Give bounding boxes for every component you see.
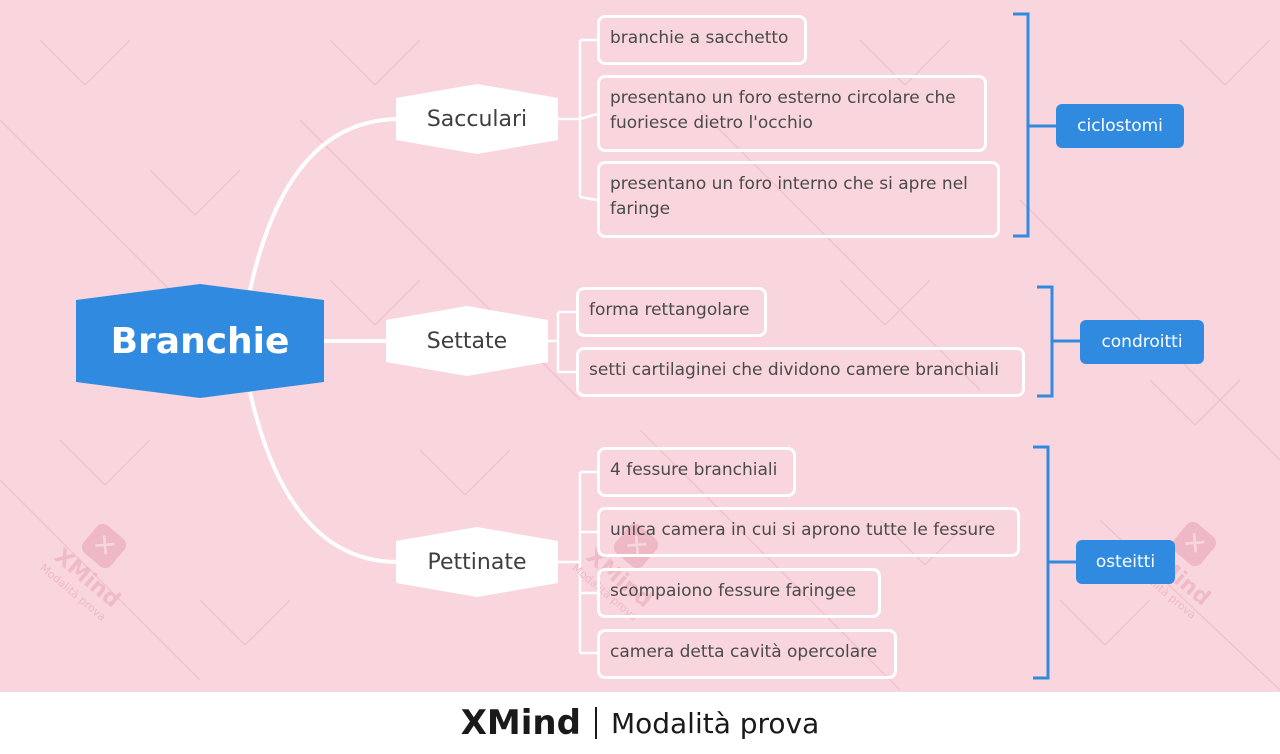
leaf-settate-2[interactable]: setti cartilaginei che dividono camere b…: [576, 347, 1025, 397]
leaf-settate-1[interactable]: forma rettangolare: [576, 287, 767, 337]
root-connectors: [248, 117, 399, 564]
leaf-pettinate-2[interactable]: unica camera in cui si aprono tutte le f…: [597, 507, 1020, 557]
footer-divider: [594, 707, 597, 739]
group-brackets: [1013, 12, 1080, 680]
leaf-sacculari-2[interactable]: presentano un foro esterno circolare che…: [597, 75, 987, 152]
watermark-pattern: [0, 39, 1280, 691]
branch-settate[interactable]: Settate: [386, 306, 548, 376]
leaf-pettinate-3[interactable]: scompaiono fessure faringee: [597, 568, 881, 618]
leaf-sacculari-3[interactable]: presentano un foro interno che si apre n…: [597, 161, 1000, 238]
leaf-sacculari-1[interactable]: branchie a sacchetto: [597, 15, 807, 65]
group-tag-osteitti[interactable]: osteitti: [1076, 540, 1175, 584]
branch-sacculari[interactable]: Sacculari: [396, 84, 558, 154]
group-tag-ciclostomi[interactable]: ciclostomi: [1056, 104, 1184, 148]
trial-banner: XMind Modalità prova: [0, 692, 1280, 754]
mind-map-canvas: ✕ XMind Modalità prova ✕ XMind Modalità …: [0, 0, 1280, 692]
footer-brand: XMind: [460, 703, 581, 743]
group-tag-condroitti[interactable]: condroitti: [1080, 320, 1204, 364]
central-topic[interactable]: Branchie: [76, 284, 324, 398]
leaf-pettinate-1[interactable]: 4 fessure branchiali: [597, 447, 796, 497]
footer-mode: Modalità prova: [610, 706, 820, 740]
connector-layer: [0, 12, 1280, 691]
leaf-pettinate-4[interactable]: camera detta cavità opercolare: [597, 629, 897, 679]
branch-pettinate[interactable]: Pettinate: [396, 527, 558, 597]
